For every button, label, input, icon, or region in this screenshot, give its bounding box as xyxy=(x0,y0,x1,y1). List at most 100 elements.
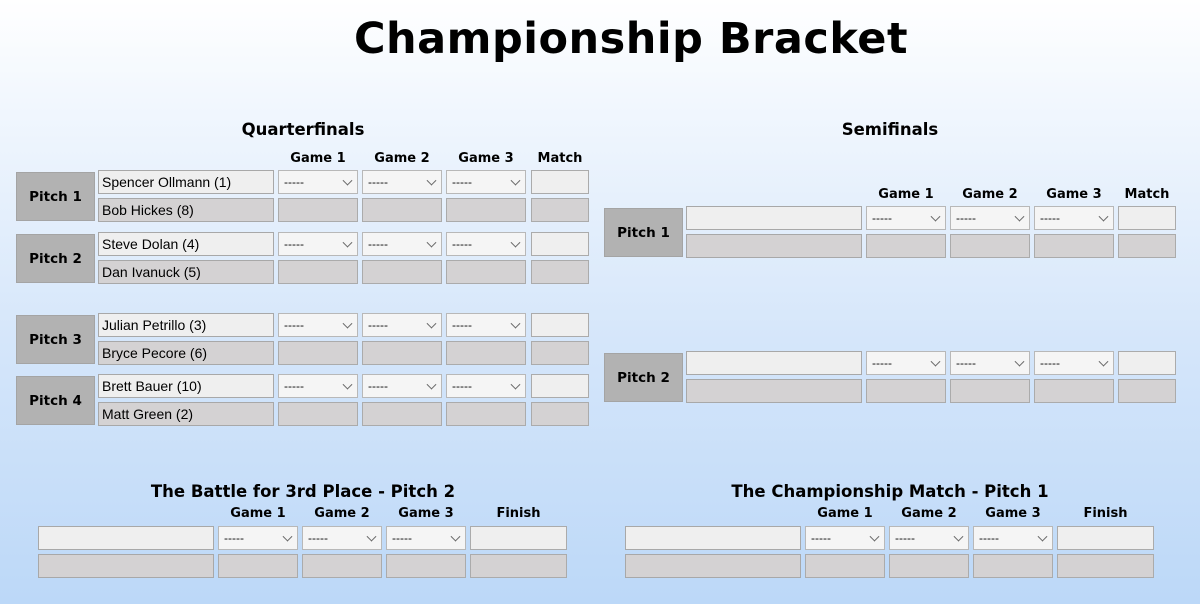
sf-pitch-1-label: Pitch 1 xyxy=(604,208,683,257)
qf-pitch-4-label: Pitch 4 xyxy=(16,376,95,425)
sf-1-game3-value: ----- xyxy=(1040,211,1060,225)
sf-2-game3-select[interactable]: ----- xyxy=(1034,351,1114,375)
qf-4-p2-match-cell xyxy=(531,402,589,426)
qf-1-p2-game3-cell xyxy=(446,198,526,222)
tp-game1-select[interactable]: ----- xyxy=(218,526,298,550)
qf-3-game2-select[interactable]: ----- xyxy=(362,313,442,337)
qf-4-game2-value: ----- xyxy=(368,379,388,393)
chevron-down-icon xyxy=(426,379,437,390)
qf-header-game1: Game 1 xyxy=(290,151,346,166)
tp-game2-select[interactable]: ----- xyxy=(302,526,382,550)
sf-2-match-field[interactable] xyxy=(1118,351,1176,375)
qf-2-game1-select[interactable]: ----- xyxy=(278,232,358,256)
ch-game2-value: ----- xyxy=(895,531,915,545)
qf-4-p2-game1-cell xyxy=(278,402,358,426)
sf-header-game1: Game 1 xyxy=(878,187,934,202)
chevron-down-icon xyxy=(1014,211,1025,222)
qf-1-game2-select[interactable]: ----- xyxy=(362,170,442,194)
tp-player1-field[interactable] xyxy=(38,526,214,550)
sf-2-p2-match-cell xyxy=(1118,379,1176,403)
sf-1-p2-match-cell xyxy=(1118,234,1176,258)
ch-finish-field[interactable] xyxy=(1057,526,1154,550)
chevron-down-icon xyxy=(342,237,353,248)
sf-2-game2-select[interactable]: ----- xyxy=(950,351,1030,375)
sf-1-game2-value: ----- xyxy=(956,211,976,225)
ch-p2-game2-cell xyxy=(889,554,969,578)
qf-4-game1-select[interactable]: ----- xyxy=(278,374,358,398)
sf-1-player2-field[interactable] xyxy=(686,234,862,258)
tp-game3-select[interactable]: ----- xyxy=(386,526,466,550)
qf-1-player2-field[interactable]: Bob Hickes (8) xyxy=(98,198,274,222)
chevron-down-icon xyxy=(366,531,377,542)
qf-3-player1-field[interactable]: Julian Petrillo (3) xyxy=(98,313,274,337)
ch-player1-field[interactable] xyxy=(625,526,801,550)
page-title: Championship Bracket xyxy=(353,14,908,64)
sf-2-player2-field[interactable] xyxy=(686,379,862,403)
qf-3-match-field[interactable] xyxy=(531,313,589,337)
ch-header-game3: Game 3 xyxy=(985,506,1041,521)
chevron-down-icon xyxy=(450,531,461,542)
qf-4-game1-value: ----- xyxy=(284,379,304,393)
qf-header-game3: Game 3 xyxy=(458,151,514,166)
sf-1-player1-field[interactable] xyxy=(686,206,862,230)
sf-1-game3-select[interactable]: ----- xyxy=(1034,206,1114,230)
tp-p2-game1-cell xyxy=(218,554,298,578)
chevron-down-icon xyxy=(869,531,880,542)
qf-1-game3-value: ----- xyxy=(452,175,472,189)
qf-2-game3-select[interactable]: ----- xyxy=(446,232,526,256)
qf-3-game3-value: ----- xyxy=(452,318,472,332)
qf-2-p2-game2-cell xyxy=(362,260,442,284)
qf-4-game3-select[interactable]: ----- xyxy=(446,374,526,398)
championship-title: The Championship Match - Pitch 1 xyxy=(731,482,1049,501)
qf-3-p2-game2-cell xyxy=(362,341,442,365)
chevron-down-icon xyxy=(1037,531,1048,542)
qf-1-game1-value: ----- xyxy=(284,175,304,189)
qf-4-player1-field[interactable]: Brett Bauer (10) xyxy=(98,374,274,398)
qf-2-match-field[interactable] xyxy=(531,232,589,256)
sf-2-player1-field[interactable] xyxy=(686,351,862,375)
qf-header-game2: Game 2 xyxy=(374,151,430,166)
tp-finish-field[interactable] xyxy=(470,526,567,550)
sf-2-game2-value: ----- xyxy=(956,356,976,370)
quarterfinals-title: Quarterfinals xyxy=(241,120,365,139)
qf-3-player2-field[interactable]: Bryce Pecore (6) xyxy=(98,341,274,365)
qf-1-player1-field[interactable]: Spencer Ollmann (1) xyxy=(98,170,274,194)
qf-4-p2-game2-cell xyxy=(362,402,442,426)
chevron-down-icon xyxy=(510,237,521,248)
qf-4-player2-field[interactable]: Matt Green (2) xyxy=(98,402,274,426)
ch-header-game2: Game 2 xyxy=(901,506,957,521)
ch-player2-field[interactable] xyxy=(625,554,801,578)
ch-game2-select[interactable]: ----- xyxy=(889,526,969,550)
sf-2-game1-select[interactable]: ----- xyxy=(866,351,946,375)
qf-4-game3-value: ----- xyxy=(452,379,472,393)
sf-pitch-2-label: Pitch 2 xyxy=(604,353,683,402)
qf-pitch-2-label: Pitch 2 xyxy=(16,234,95,283)
ch-game3-select[interactable]: ----- xyxy=(973,526,1053,550)
ch-game1-select[interactable]: ----- xyxy=(805,526,885,550)
sf-1-match-field[interactable] xyxy=(1118,206,1176,230)
qf-1-match-field[interactable] xyxy=(531,170,589,194)
qf-3-p2-game1-cell xyxy=(278,341,358,365)
chevron-down-icon xyxy=(426,175,437,186)
ch-p2-game3-cell xyxy=(973,554,1053,578)
qf-4-p2-game3-cell xyxy=(446,402,526,426)
qf-1-game1-select[interactable]: ----- xyxy=(278,170,358,194)
qf-2-player1-field[interactable]: Steve Dolan (4) xyxy=(98,232,274,256)
chevron-down-icon xyxy=(510,379,521,390)
qf-1-game3-select[interactable]: ----- xyxy=(446,170,526,194)
qf-3-game3-select[interactable]: ----- xyxy=(446,313,526,337)
chevron-down-icon xyxy=(342,318,353,329)
sf-1-game1-select[interactable]: ----- xyxy=(866,206,946,230)
qf-4-game2-select[interactable]: ----- xyxy=(362,374,442,398)
ch-game3-value: ----- xyxy=(979,531,999,545)
qf-3-game1-select[interactable]: ----- xyxy=(278,313,358,337)
qf-4-match-field[interactable] xyxy=(531,374,589,398)
qf-2-player2-field[interactable]: Dan Ivanuck (5) xyxy=(98,260,274,284)
qf-2-game2-select[interactable]: ----- xyxy=(362,232,442,256)
chevron-down-icon xyxy=(1098,211,1109,222)
ch-game1-value: ----- xyxy=(811,531,831,545)
qf-1-p2-game2-cell xyxy=(362,198,442,222)
ch-header-game1: Game 1 xyxy=(817,506,873,521)
tp-player2-field[interactable] xyxy=(38,554,214,578)
sf-1-game2-select[interactable]: ----- xyxy=(950,206,1030,230)
